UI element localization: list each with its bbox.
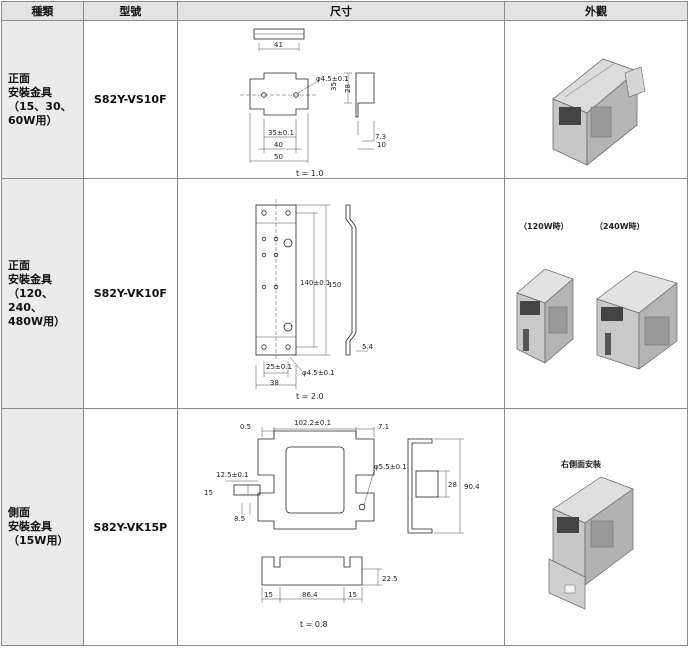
dim-label: 10 [377, 141, 386, 149]
dim-label: 140±0.1 [300, 279, 330, 287]
header-model: 型號 [82, 1, 178, 21]
dim-label: 22.5 [382, 575, 398, 583]
type-line: 60W用） [8, 113, 58, 127]
header-appearance: 外觀 [503, 1, 688, 21]
dim-label: 35±0.1 [268, 129, 294, 137]
dim-label: 90.4 [464, 483, 480, 491]
appearance-cell: （120W時） （240W時） [503, 178, 688, 409]
type-cell: 正面 安裝金具 （120、240、 480W用） [1, 178, 84, 409]
type-line: 安裝金具 [8, 272, 52, 286]
type-line: 側面 [8, 506, 30, 519]
type-line: 正面 [8, 71, 30, 85]
type-line: （15、30、 [8, 99, 72, 113]
dimension-drawing-cell: 0.5 102.2±0.1 7.1 12.5±0.1 φ5.5±0.1 15 8… [176, 408, 505, 646]
power-supply-illustration [552, 58, 646, 166]
dimension-drawing-cell: 41 φ4.5±0.1 35 28 35±0.1 40 50 7.3 10 t … [176, 20, 505, 179]
dim-label: 102.2±0.1 [294, 419, 331, 427]
header-row: 種類 型號 尺寸 外觀 [1, 1, 688, 21]
appearance-caption: （120W時） [519, 221, 569, 231]
dim-label: 8.5 [234, 515, 245, 523]
dim-label: 28 [448, 481, 457, 489]
thickness-label: t = 0.8 [300, 620, 328, 629]
power-supply-240w-illustration [596, 270, 678, 370]
type-cell: 側面 安裝金具 （15W用） [1, 408, 84, 646]
dim-label: 25±0.1 [266, 363, 292, 371]
bracket-vk15p-drawing: 0.5 102.2±0.1 7.1 12.5±0.1 φ5.5±0.1 15 8… [204, 419, 480, 629]
table-row: 側面 安裝金具 （15W用） S82Y-VK15P [1, 408, 688, 646]
dimension-drawing-cell: 140±0.1 150 25±0.1 φ4.5±0.1 38 5.4 t = 2… [176, 178, 505, 409]
bracket-vs10f-drawing: 41 φ4.5±0.1 35 28 35±0.1 40 50 7.3 10 t … [239, 28, 386, 178]
model-cell: S82Y-VK10F [82, 178, 178, 409]
dim-label: 7.3 [375, 133, 386, 141]
appearance-caption: （240W時） [595, 221, 645, 231]
model-cell: S82Y-VS10F [82, 20, 178, 179]
dim-label: 15 [204, 489, 213, 497]
type-line: 安裝金具 [8, 520, 52, 533]
dim-label: 35 [330, 82, 338, 91]
type-line: （120、240、 [8, 286, 53, 314]
power-supply-120w-illustration [516, 268, 574, 364]
dim-label: 15 [264, 591, 273, 599]
dim-label: 150 [328, 281, 341, 289]
dim-label: 0.5 [240, 423, 251, 431]
dim-label: 50 [274, 153, 283, 161]
product-photo: （120W時） （240W時） [516, 221, 678, 370]
dim-label: 7.1 [378, 423, 389, 431]
dim-label: 15 [348, 591, 357, 599]
product-photo: 右側面安裝 [548, 459, 634, 610]
bracket-vk10f-drawing: 140±0.1 150 25±0.1 φ4.5±0.1 38 5.4 t = 2… [255, 199, 374, 401]
thickness-label: t = 1.0 [296, 169, 324, 178]
model-cell: S82Y-VK15P [82, 408, 178, 646]
dim-label: 86.4 [302, 591, 318, 599]
type-line: 正面 [8, 258, 30, 272]
table-row: 正面 安裝金具 （120、240、 480W用） S82Y-VK10F [1, 178, 688, 409]
dim-label: 12.5±0.1 [216, 471, 249, 479]
header-dimensions: 尺寸 [176, 1, 505, 21]
thickness-label: t = 2.0 [296, 392, 324, 401]
dim-label: φ4.5±0.1 [316, 75, 349, 83]
header-type: 種類 [1, 1, 84, 21]
dim-label: 38 [270, 379, 279, 387]
type-cell: 正面 安裝金具 （15、30、 60W用） [1, 20, 84, 179]
appearance-cell: 右側面安裝 [503, 408, 688, 646]
dim-label: 5.4 [362, 343, 374, 351]
appearance-caption: 右側面安裝 [560, 459, 602, 469]
type-line: （15W用） [8, 534, 69, 547]
type-line: 安裝金具 [8, 85, 52, 99]
dim-label: 40 [274, 141, 283, 149]
type-line: 480W用） [8, 314, 66, 328]
dim-label: φ5.5±0.1 [374, 463, 407, 471]
appearance-cell [503, 20, 688, 179]
product-photo [552, 58, 646, 166]
dim-label: 28 [344, 84, 352, 93]
table-row: 正面 安裝金具 （15、30、 60W用） S82Y-VS10F [1, 20, 688, 179]
power-supply-side-mount-illustration [548, 476, 634, 610]
dim-label: φ4.5±0.1 [302, 369, 335, 377]
dim-label: 41 [274, 41, 283, 49]
